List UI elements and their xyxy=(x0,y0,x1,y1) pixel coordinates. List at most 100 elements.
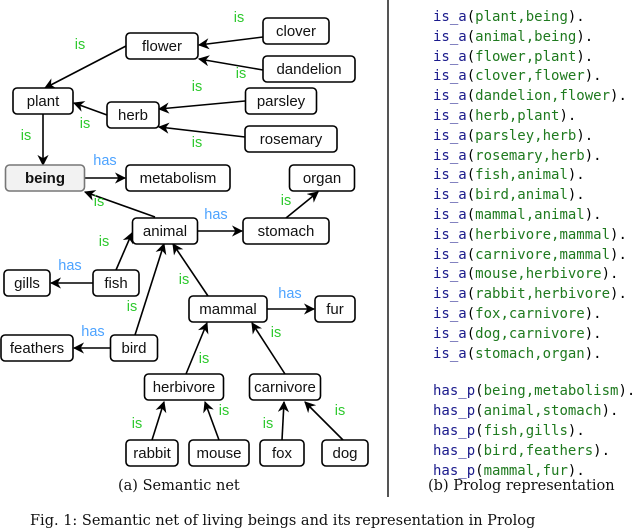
arrow-line xyxy=(277,400,290,441)
close-paren: ). xyxy=(584,68,602,85)
node-label: herb xyxy=(118,107,148,124)
arguments: animal,being xyxy=(475,28,577,45)
edge-label-is: is xyxy=(234,10,244,26)
close-paren: ). xyxy=(584,206,602,223)
node-label: dandelion xyxy=(276,61,341,78)
arrow-line xyxy=(115,231,134,271)
node-herb: herb xyxy=(106,101,160,129)
node-label: feathers xyxy=(10,340,64,357)
open-paren: ( xyxy=(466,167,476,184)
arguments: being,metabolism xyxy=(483,383,619,400)
code-line: is_a(herbivore,mammal). xyxy=(433,226,635,246)
predicate: is_a xyxy=(433,305,467,322)
node-box xyxy=(125,32,199,60)
close-paren: ). xyxy=(601,266,619,283)
open-paren: ( xyxy=(466,266,476,283)
node-label: plant xyxy=(27,93,60,110)
node-bird: bird xyxy=(109,334,159,362)
code-line: is_a(dog,carnivore). xyxy=(433,325,635,345)
node-label: stomach xyxy=(258,223,315,240)
edge-label-is: is xyxy=(21,128,31,144)
node-metabolism: metabolism xyxy=(125,164,231,192)
arguments: dog,carnivore xyxy=(475,325,585,342)
panel-divider xyxy=(387,0,389,497)
open-paren: ( xyxy=(466,9,476,25)
predicate: is_a xyxy=(433,325,467,342)
close-paren: ). xyxy=(610,246,627,263)
edge-label-is: is xyxy=(271,325,281,341)
predicate: has_p xyxy=(433,403,476,420)
close-paren: ). xyxy=(610,226,627,243)
semantic-net-diagram: cloverflowerdandelionplantherbparsleyros… xyxy=(0,10,369,467)
close-paren: ). xyxy=(567,167,585,184)
open-paren: ( xyxy=(466,88,476,105)
predicate: is_a xyxy=(433,88,467,105)
open-paren: ( xyxy=(466,107,476,124)
prolog-code: is_a(plant,being).is_a(animal,being).is_… xyxy=(433,8,635,481)
predicate: is_a xyxy=(433,345,467,362)
edge-stomach-organ xyxy=(285,191,319,219)
caption-semantic-net: (a) Semantic net xyxy=(118,478,240,494)
node-feathers: feathers xyxy=(0,334,74,362)
open-paren: ( xyxy=(466,206,476,223)
arrow-line xyxy=(185,321,209,375)
code-line: is_a(rabbit,herbivore). xyxy=(433,285,635,305)
code-gap xyxy=(433,364,635,382)
edge-label-is: is xyxy=(263,416,273,432)
arrow-line xyxy=(203,400,220,441)
node-box xyxy=(259,439,305,467)
code-line: has_p(fish,gills). xyxy=(433,422,635,442)
edge-clover-flower xyxy=(197,36,264,50)
arguments: bird,animal xyxy=(475,187,568,204)
code-line: is_a(stomach,organ). xyxy=(433,345,635,365)
node-stomach: stomach xyxy=(242,217,330,245)
code-line: is_a(animal,being). xyxy=(433,28,635,48)
node-box xyxy=(242,217,330,245)
close-paren: ). xyxy=(576,48,594,65)
predicate: is_a xyxy=(433,226,467,243)
code-line: is_a(fox,carnivore). xyxy=(433,305,635,325)
arguments: fish,gills xyxy=(483,422,568,439)
open-paren: ( xyxy=(466,28,476,45)
arguments: animal,stomach xyxy=(483,403,602,420)
close-paren: ). xyxy=(584,305,602,322)
open-paren: ( xyxy=(475,462,484,479)
arguments: herb,plant xyxy=(475,107,560,124)
node-clover: clover xyxy=(262,17,330,45)
open-paren: ( xyxy=(466,127,476,144)
arguments: fish,animal xyxy=(475,167,568,184)
close-paren: ). xyxy=(601,403,619,420)
arguments: carnivore,mammal xyxy=(475,246,611,263)
predicate: is_a xyxy=(433,48,467,65)
node-box xyxy=(262,55,356,83)
predicate: is_a xyxy=(433,127,467,144)
edge-mouse-herbivore xyxy=(203,400,220,441)
node-mammal: mammal xyxy=(188,295,268,323)
edge-fish-animal xyxy=(115,231,134,271)
open-paren: ( xyxy=(466,48,476,65)
edge-rosemary-herb xyxy=(157,122,246,138)
edge-parsley-herb xyxy=(157,100,246,114)
arguments: mammal,fur xyxy=(483,462,568,479)
arrow-line xyxy=(197,36,264,50)
arguments: stomach,organ xyxy=(475,345,585,362)
node-box xyxy=(125,164,231,192)
arrow-line xyxy=(134,242,167,336)
arguments: mouse,herbivore xyxy=(475,266,602,283)
code-line: is_a(herb,plant). xyxy=(433,107,635,127)
code-line: is_a(flower,plant). xyxy=(433,48,635,68)
edge-animal-being xyxy=(83,190,156,218)
edge-label-is: is xyxy=(236,66,246,82)
predicate: is_a xyxy=(433,28,467,45)
node-box xyxy=(188,439,250,467)
node-label: mouse xyxy=(196,445,241,462)
arrow-line xyxy=(83,190,156,218)
predicate: is_a xyxy=(433,9,467,25)
code-line: is_a(dandelion,flower). xyxy=(433,87,635,107)
edge-label-is: is xyxy=(80,116,90,132)
code-line: is_a(plant,being). xyxy=(433,8,635,28)
arguments: flower,plant xyxy=(475,48,577,65)
code-line: is_a(mammal,animal). xyxy=(433,206,635,226)
code-line: has_p(bird,feathers). xyxy=(433,442,635,462)
arguments: plant,being xyxy=(475,9,568,25)
